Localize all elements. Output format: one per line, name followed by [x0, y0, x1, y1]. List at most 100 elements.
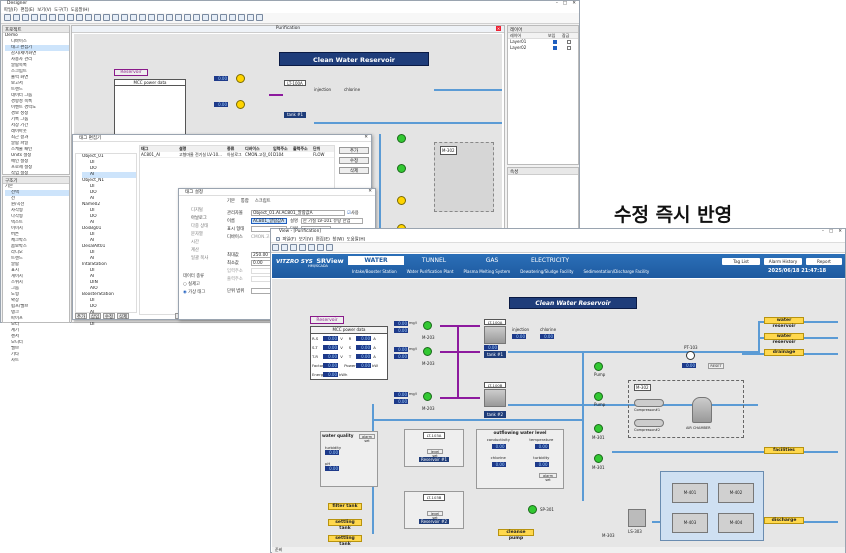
tag-table-col-header[interactable]: 종류 [227, 146, 235, 151]
modify-button[interactable]: 수정 [103, 313, 115, 320]
radio-virtual-tag[interactable]: ◉ 가상 태그 [183, 290, 206, 295]
project-tree-item[interactable]: 디바이스 [11, 39, 27, 44]
tag-group-item[interactable]: AI [82, 172, 136, 178]
hmi-menu-file[interactable]: 파일(F) [282, 237, 297, 243]
hmi-alarm-icon[interactable] [326, 244, 333, 251]
canvas-tab[interactable]: Purification × [72, 26, 504, 33]
toolbox-tree-item[interactable]: 파이프 [11, 316, 23, 321]
zoom-in-icon[interactable] [220, 14, 227, 21]
cleanse-pump-tag[interactable]: cleanse pump [498, 529, 534, 541]
tag-group-item[interactable]: DI [90, 160, 95, 165]
hmi-menu-window[interactable]: 창(W) [332, 237, 345, 243]
toolbox-tree-item[interactable]: 스위치 [11, 280, 23, 285]
toolbox-tree-item[interactable]: 모니터 [11, 340, 23, 345]
tag-group-item[interactable]: Name02 [82, 202, 101, 207]
alarm-history-button[interactable]: Alarm History [764, 258, 802, 265]
toolbox-tree-item[interactable]: 트렌드 [11, 256, 23, 261]
tag-group-item[interactable]: DI [90, 232, 95, 237]
desc-field[interactable]: 한 기실 LV-101 유량 한업 [300, 218, 363, 224]
layer-lock-checkbox[interactable] [567, 40, 571, 44]
lock-icon[interactable] [193, 14, 200, 21]
tag-group-item[interactable]: DosBg01 [82, 226, 102, 231]
level-set-button[interactable]: level set [427, 449, 443, 458]
tag-group-item[interactable]: Object_01 [82, 154, 104, 159]
toolbox-tree-item[interactable]: 확장 [11, 298, 19, 303]
toolbox-tree-item[interactable]: 선택 [5, 190, 69, 196]
settling-tank-tag[interactable]: settling tank [328, 535, 362, 547]
align-top-icon[interactable] [112, 14, 119, 21]
tag-group-item[interactable]: AI [90, 196, 95, 201]
delete-tag-button[interactable]: 삭제 [339, 167, 369, 174]
reset-button[interactable]: RESET [708, 363, 724, 369]
menu-tools[interactable]: 도구(T) [54, 8, 69, 13]
save-all-icon[interactable] [31, 14, 38, 21]
toolbox-tree-item[interactable]: 센서 [11, 334, 19, 339]
report-button[interactable]: Report [806, 258, 842, 265]
tag-table-col-header[interactable]: 입력주소 [273, 146, 288, 151]
tag-list-button[interactable]: Tag List [722, 258, 760, 265]
hmi-maximize-icon[interactable]: □ [828, 229, 833, 234]
menu-view[interactable]: 보기(V) [37, 8, 52, 13]
copy-icon[interactable] [49, 14, 56, 21]
hmi-menu-edit[interactable]: 편집(E) [315, 237, 330, 243]
tag-group-item[interactable]: BoosterStation [82, 292, 114, 297]
layer-visible-checkbox[interactable] [553, 46, 557, 50]
tag-group-item[interactable]: IntalStation [82, 262, 107, 267]
type-item[interactable]: 아날로그 [191, 216, 207, 221]
zoom-fit-icon[interactable] [238, 14, 245, 21]
toolbox-tree-item[interactable]: 버튼 [11, 232, 19, 237]
tag-table-col-header[interactable]: 설명 [179, 146, 187, 151]
discharge-tag[interactable]: discharge [764, 517, 804, 524]
toolbox-tree-item[interactable]: 그룹 [11, 286, 19, 291]
toolbox-tree-item[interactable]: 표시 [11, 268, 19, 273]
stop-icon[interactable] [211, 14, 218, 21]
canvas-close-icon[interactable]: × [496, 26, 501, 31]
align-bottom-icon[interactable] [130, 14, 137, 21]
grid-icon[interactable] [175, 14, 182, 21]
project-tree-item[interactable]: 스케줄 패턴 [11, 147, 33, 152]
radio-real-tag[interactable]: ○ 실제고 [183, 282, 200, 287]
align-right-icon[interactable] [103, 14, 110, 21]
toolbox-tree-item[interactable]: 펌프/밸브 [11, 304, 29, 309]
water-reservoir-tag[interactable]: water reservoir [764, 333, 804, 345]
project-tree-item[interactable]: 기록 그룹 [11, 117, 29, 122]
layer-row[interactable]: Layer02 [508, 45, 578, 51]
toolbox-tree-item[interactable]: 콤보박스 [11, 244, 27, 249]
tag-group-item[interactable]: DesalAlt01 [82, 244, 106, 249]
tag-group-item[interactable]: AI [90, 256, 95, 261]
tag-group-item[interactable]: DI [90, 208, 95, 213]
tag-group-item[interactable]: DO [90, 166, 97, 171]
tag-group-item[interactable]: DO [90, 214, 97, 219]
toolbox-tree-item[interactable]: 텍스트 [11, 220, 23, 225]
zoom-100-icon[interactable] [247, 14, 254, 21]
project-tree-item[interactable]: 저장 기간 [11, 123, 29, 128]
subtab-purification[interactable]: Water Purification Plant [406, 269, 454, 274]
project-tree-item[interactable]: 레이아웃 [11, 129, 27, 134]
type-item[interactable]: 문자열 [191, 232, 203, 237]
project-tree-item[interactable]: 보고서 [11, 81, 23, 86]
project-tree-item[interactable]: 메인 설정 [11, 159, 29, 164]
minimize-icon[interactable]: – [555, 1, 558, 6]
type-item[interactable]: 계산 [191, 248, 199, 253]
alarm-set-button[interactable]: alarm set [539, 473, 557, 482]
level-set-button[interactable]: level set [427, 511, 443, 520]
group-icon[interactable] [139, 14, 146, 21]
type-item[interactable]: 시간 [191, 240, 199, 245]
tag-group-item[interactable]: AI [90, 238, 95, 243]
tag-group-item[interactable]: DO [90, 190, 97, 195]
project-tree-item[interactable]: 작업 설정 [11, 171, 29, 176]
layer-lock-checkbox[interactable] [567, 46, 571, 50]
toolbox-tree-item[interactable]: 원/곡선 [11, 202, 25, 207]
subtab-intake[interactable]: Intake/Booster Station [352, 269, 397, 274]
tag-group-item[interactable]: AI [90, 220, 95, 225]
menu-edit[interactable]: 편집(E) [20, 8, 35, 13]
tab-basic[interactable]: 기본 [227, 199, 235, 204]
group-field[interactable]: Object_01.AI.AC801_알람값A [251, 210, 345, 216]
project-tree-item[interactable]: 경보 성정 [11, 111, 29, 116]
project-tree-item[interactable]: 사용자 관리 [11, 57, 33, 62]
toolbox-tree-item[interactable]: 선 [11, 196, 15, 201]
project-tree-item[interactable]: 트렌드 [11, 87, 23, 92]
name-field[interactable]: AC801_알람값A [251, 218, 287, 224]
subtab-dewatering[interactable]: Dewatering/Sludge Facility [520, 269, 574, 274]
